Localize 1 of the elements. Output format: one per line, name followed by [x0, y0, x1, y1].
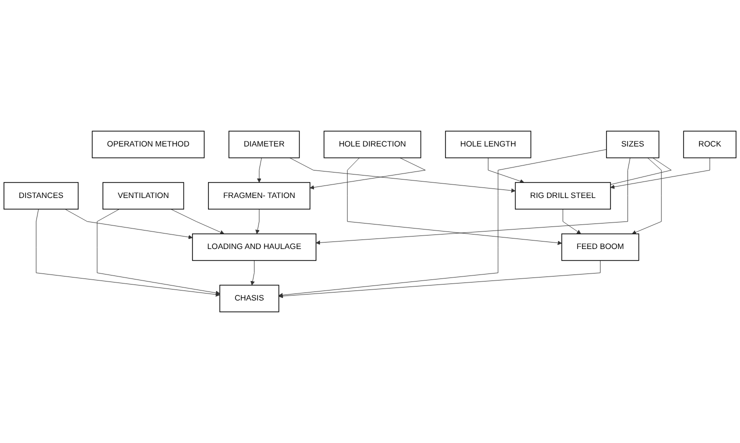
connector [610, 158, 672, 185]
